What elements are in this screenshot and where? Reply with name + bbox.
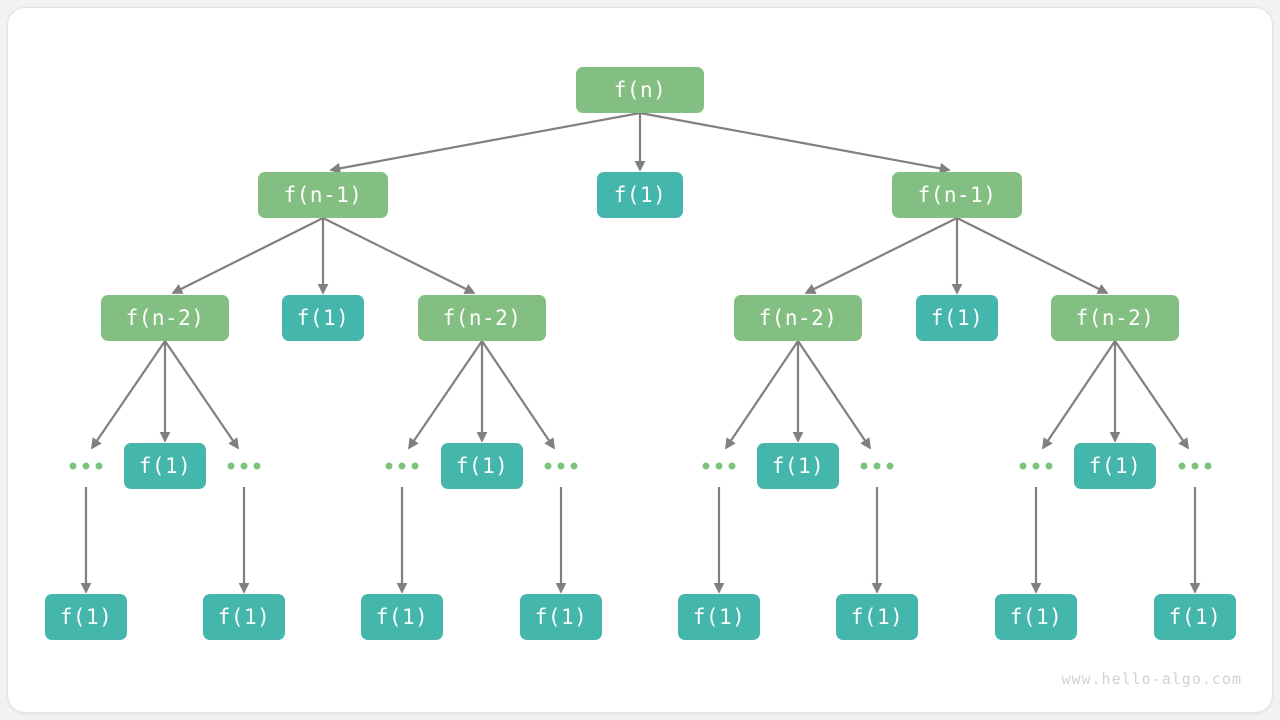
tree-node-n19[interactable]: f(1) [678,594,760,640]
tree-node-n7[interactable]: f(n-2) [418,295,546,341]
tree-node-n20[interactable]: f(1) [836,594,918,640]
tree-node-n8[interactable]: f(n-2) [734,295,862,341]
ellipsis-dot [860,462,868,470]
ellipsis-e7 [1019,462,1053,470]
tree-node-n12[interactable]: f(1) [441,443,523,489]
tree-node-n2[interactable]: f(n-1) [258,172,388,218]
ellipsis-e2 [227,462,261,470]
ellipsis-e3 [385,462,419,470]
ellipsis-dot [715,462,723,470]
ellipsis-dot [1191,462,1199,470]
tree-node-n21[interactable]: f(1) [995,594,1077,640]
ellipsis-dot [1178,462,1186,470]
tree-node-n9[interactable]: f(1) [916,295,998,341]
ellipsis-dot [240,462,248,470]
ellipsis-dot [398,462,406,470]
tree-node-n3[interactable]: f(1) [597,172,683,218]
watermark: www.hello-algo.com [1061,670,1242,688]
ellipsis-e4 [544,462,578,470]
tree-node-n14[interactable]: f(1) [1074,443,1156,489]
tree-node-n11[interactable]: f(1) [124,443,206,489]
tree-node-n22[interactable]: f(1) [1154,594,1236,640]
ellipsis-dot [702,462,710,470]
ellipsis-dot [227,462,235,470]
ellipsis-dot [1032,462,1040,470]
tree-node-n6[interactable]: f(1) [282,295,364,341]
tree-node-n17[interactable]: f(1) [361,594,443,640]
ellipsis-dot [1019,462,1027,470]
tree-node-n4[interactable]: f(n-1) [892,172,1022,218]
ellipsis-dot [385,462,393,470]
ellipsis-e5 [702,462,736,470]
ellipsis-dot [411,462,419,470]
ellipsis-dot [95,462,103,470]
tree-node-n13[interactable]: f(1) [757,443,839,489]
ellipsis-dot [253,462,261,470]
ellipsis-dot [82,462,90,470]
tree-node-n18[interactable]: f(1) [520,594,602,640]
tree-node-n15[interactable]: f(1) [45,594,127,640]
ellipsis-dot [1045,462,1053,470]
ellipsis-dot [570,462,578,470]
ellipsis-dot [728,462,736,470]
ellipsis-dot [557,462,565,470]
tree-node-n5[interactable]: f(n-2) [101,295,229,341]
ellipsis-e1 [69,462,103,470]
tree-node-n10[interactable]: f(n-2) [1051,295,1179,341]
ellipsis-dot [1204,462,1212,470]
tree-node-n1[interactable]: f(n) [576,67,704,113]
ellipsis-dot [886,462,894,470]
ellipsis-e6 [860,462,894,470]
ellipsis-dot [69,462,77,470]
ellipsis-e8 [1178,462,1212,470]
tree-node-n16[interactable]: f(1) [203,594,285,640]
ellipsis-dot [544,462,552,470]
ellipsis-dot [873,462,881,470]
